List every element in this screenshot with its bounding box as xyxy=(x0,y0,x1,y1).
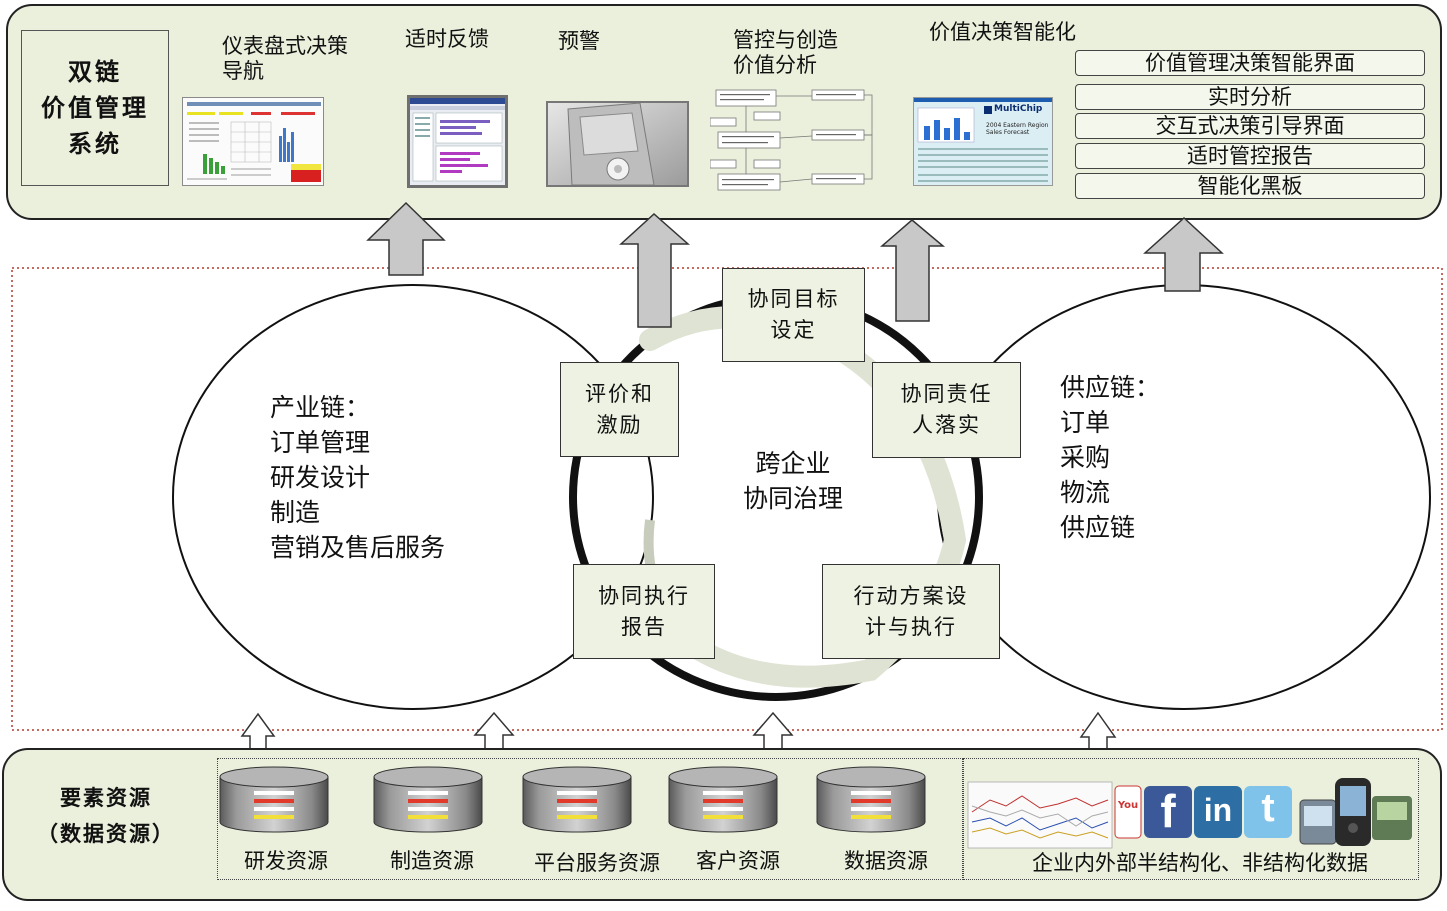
cross-enterprise-governance-text: 跨企业 协同治理 xyxy=(742,449,843,513)
resource-label-rd: 研发资源 xyxy=(244,849,328,873)
sales-forecast-caption: 2004 Eastern Region Sales Forecast xyxy=(986,122,1049,136)
menu-intelligent-interface[interactable]: 价值管理决策智能界面 xyxy=(1075,50,1425,76)
resource-label-data: 数据资源 xyxy=(844,849,928,873)
system-title: 双链 价值管理 系统 xyxy=(41,57,149,158)
menu-timely-control-report[interactable]: 适时管控报告 xyxy=(1075,143,1425,169)
step-evaluation: 评价和 激励 xyxy=(560,362,679,457)
twitter-icon: t xyxy=(1261,786,1275,830)
resource-label-platform: 平台服务资源 xyxy=(534,851,660,875)
up-arrow-4 xyxy=(1143,216,1224,292)
flowchart-image xyxy=(710,82,880,196)
pda-device-image xyxy=(546,101,689,187)
youtube-icon: You xyxy=(1117,800,1139,811)
up-arrow-3 xyxy=(879,219,946,322)
facebook-icon: f xyxy=(1160,785,1176,837)
step-goal-setting: 协同目标 设定 xyxy=(722,268,865,362)
step-responsibility: 协同责任 人落实 xyxy=(872,362,1021,458)
menu-realtime-analysis[interactable]: 实时分析 xyxy=(1075,84,1425,110)
element-resources-title: 要素资源 （数据资源） xyxy=(37,785,175,846)
caption-dashboard: 仪表盘式决策 导航 xyxy=(222,34,348,83)
feedback-screenshot-image xyxy=(407,95,508,188)
up-arrow-2 xyxy=(619,212,690,328)
caption-feedback: 适时反馈 xyxy=(405,27,489,51)
caption-control-value: 管控与创造 价值分析 xyxy=(733,28,838,77)
external-data-label: 企业内外部半结构化、非结构化数据 xyxy=(1032,851,1368,875)
menu-interactive-guidance[interactable]: 交互式决策引导界面 xyxy=(1075,113,1425,139)
multichip-logo-text: MultiChip xyxy=(994,104,1043,114)
linkedin-icon: in xyxy=(1203,792,1233,828)
resource-label-customer: 客户资源 xyxy=(696,849,780,873)
caption-warning: 预警 xyxy=(558,29,600,53)
system-title-box: 双链 价值管理 系统 xyxy=(21,30,169,186)
step-action-plan: 行动方案设 计与执行 xyxy=(822,564,1000,659)
resource-label-manufacturing: 制造资源 xyxy=(390,849,474,873)
supply-chain-circle xyxy=(937,284,1431,710)
menu-intelligent-blackboard[interactable]: 智能化黑板 xyxy=(1075,173,1425,199)
resources-group-frame xyxy=(217,758,963,880)
industry-chain-text: 产业链： 订单管理 研发设计 制造 营销及售后服务 xyxy=(270,393,446,562)
sales-forecast-screenshot-image: MultiChip 2004 Eastern Region Sales Fore… xyxy=(913,97,1053,186)
supply-chain-text: 供应链： 订单 采购 物流 供应链 xyxy=(1060,373,1161,542)
dashboard-screenshot-image xyxy=(182,97,324,186)
external-data-group-frame xyxy=(963,758,1419,880)
caption-intelligent: 价值决策智能化 xyxy=(929,20,1076,44)
step-execution-report: 协同执行 报告 xyxy=(573,564,715,659)
